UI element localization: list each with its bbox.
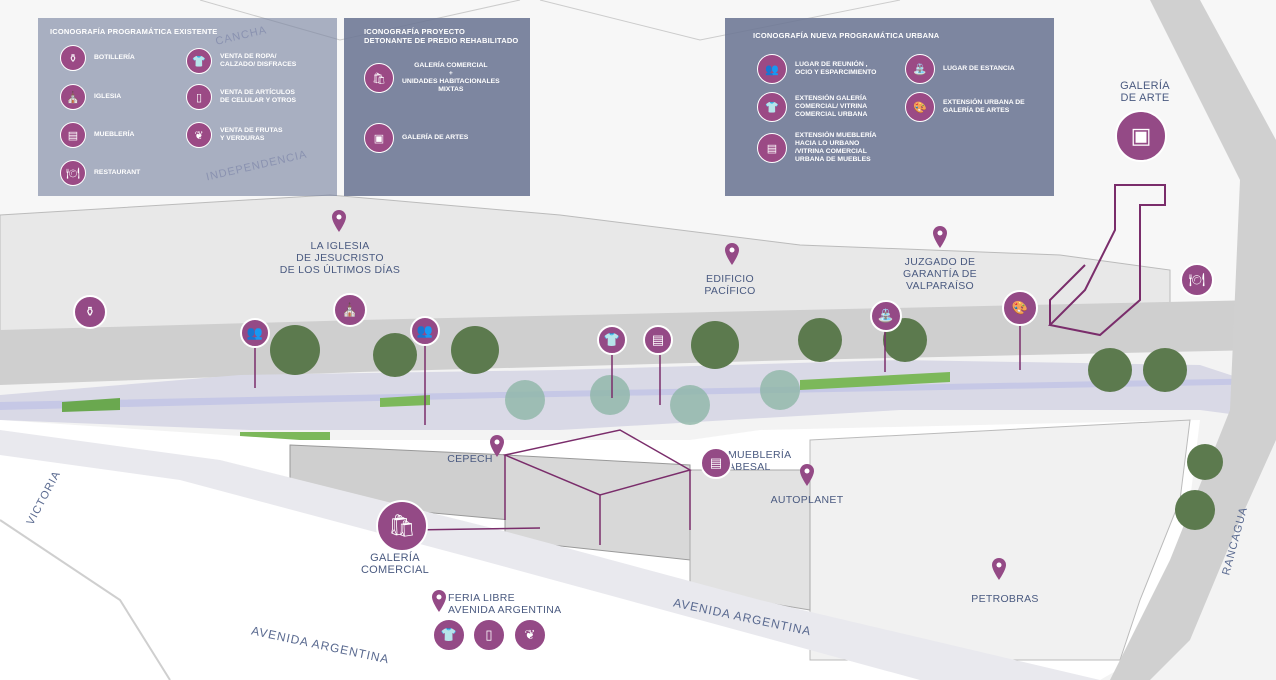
green-strip bbox=[380, 395, 430, 407]
picture-icon: ▣ bbox=[1115, 110, 1167, 162]
tshirt-icon: 👕 bbox=[432, 618, 466, 652]
furniture-icon: ▤ bbox=[700, 447, 732, 479]
location-pin-icon bbox=[332, 210, 346, 232]
label-juzgado: JUZGADO DE GARANTÍA DE VALPARAÍSO bbox=[903, 256, 977, 292]
leader-lines bbox=[254, 325, 1021, 531]
bottles-icon: ⚱ bbox=[60, 45, 86, 71]
label-petrobras: PETROBRAS bbox=[971, 593, 1039, 605]
legend-label: EXTENSIÓN MUEBLERÍA HACIA LO URBANO /VIT… bbox=[795, 132, 877, 163]
fruit-icon: ❦ bbox=[513, 618, 547, 652]
legend-label: IGLESIA bbox=[94, 93, 122, 100]
legend-title: ICONOGRAFÍA PROYECTO DETONANTE DE PREDIO… bbox=[364, 27, 519, 45]
label-cepech: CEPECH bbox=[447, 453, 493, 465]
legend-item-extension-galeria: 👕 EXTENSIÓN GALERÍA COMERCIAL/ VITRINA C… bbox=[757, 92, 867, 122]
people-icon: 👥 bbox=[410, 316, 440, 346]
legend-item-muebleria: ▤ MUEBLERÍA bbox=[60, 122, 134, 148]
legend-panel-existente: ICONOGRAFÍA PROGRAMÁTICA EXISTENTE ⚱ BOT… bbox=[38, 18, 337, 196]
green-strip bbox=[62, 398, 120, 412]
legend-item-celular: ▯ VENTA DE ARTÍCULOS DE CELULAR Y OTROS bbox=[186, 84, 296, 110]
location-pin-icon bbox=[800, 464, 814, 486]
legend-item-galeria-artes: ▣ GALERÍA DE ARTES bbox=[364, 123, 468, 153]
legend-label: GALERÍA DE ARTES bbox=[402, 134, 469, 141]
legend-label: EXTENSIÓN GALERÍA COMERCIAL/ VITRINA COM… bbox=[795, 95, 868, 118]
palette-icon: 🎨 bbox=[1002, 290, 1038, 326]
furniture-icon: ▤ bbox=[757, 133, 787, 163]
tshirt-icon: 👕 bbox=[757, 92, 787, 122]
legend-item-botilleria: ⚱ BOTILLERÍA bbox=[60, 45, 135, 71]
legend-label: GALERÍA COMERCIAL + UNIDADES HABITACIONA… bbox=[402, 62, 500, 93]
furniture-icon: ▤ bbox=[643, 325, 673, 355]
legend-item-reunion: 👥 LUGAR DE REUNIÓN , OCIO Y ESPARCIMIENT… bbox=[757, 54, 876, 84]
shopping-bags-icon: 🛍 bbox=[364, 63, 394, 93]
furniture-icon: ▤ bbox=[60, 122, 86, 148]
legend-label: MUEBLERÍA bbox=[94, 131, 135, 138]
restaurant-icon: 🍽 bbox=[60, 160, 86, 186]
legend-item-extension-muebleria: ▤ EXTENSIÓN MUEBLERÍA HACIA LO URBANO /V… bbox=[757, 132, 877, 164]
legend-label: LUGAR DE ESTANCIA bbox=[943, 65, 1015, 72]
legend-item-ropa: 👕 VENTA DE ROPA/ CALZADO/ DISFRACES bbox=[186, 48, 296, 74]
phone-icon: ▯ bbox=[472, 618, 506, 652]
legend-label: RESTAURANT bbox=[94, 169, 141, 176]
petrobras-block bbox=[809, 419, 1191, 661]
bench-icon: ⛲ bbox=[905, 54, 935, 84]
legend-item-estancia: ⛲ LUGAR DE ESTANCIA bbox=[905, 54, 1015, 84]
tshirt-icon: 👕 bbox=[186, 48, 212, 74]
legend-label: BOTILLERÍA bbox=[94, 54, 135, 61]
blue-path bbox=[0, 378, 1276, 410]
autoplanet-building bbox=[689, 469, 811, 611]
people-icon: 👥 bbox=[240, 318, 270, 348]
legend-label: VENTA DE ROPA/ CALZADO/ DISFRACES bbox=[220, 53, 297, 68]
location-pin-icon bbox=[933, 226, 947, 248]
label-muebleria-abesal: MUEBLERÍA ABESAL bbox=[728, 449, 792, 473]
galeria-comercial-wireframe bbox=[502, 429, 692, 545]
bottles-icon: ⚱ bbox=[73, 295, 107, 329]
location-pin-icon bbox=[432, 590, 446, 612]
palette-icon: 🎨 bbox=[905, 92, 935, 122]
label-edificio-pacifico: EDIFICIO PACÍFICO bbox=[704, 273, 756, 297]
location-pin-icon bbox=[490, 435, 504, 457]
upper-street-line bbox=[199, 0, 521, 41]
legend-panel-proyecto: ICONOGRAFÍA PROYECTO DETONANTE DE PREDIO… bbox=[344, 18, 530, 196]
legend-item-extension-artes: 🎨 EXTENSIÓN URBANA DE GALERÍA DE ARTES bbox=[905, 92, 1025, 122]
green-strip bbox=[800, 372, 950, 390]
legend-label: LUGAR DE REUNIÓN , OCIO Y ESPARCIMIENTO bbox=[795, 61, 877, 76]
rancagua-road bbox=[1110, 0, 1276, 680]
fruit-icon: ❦ bbox=[186, 122, 212, 148]
label-galeria-arte: GALERÍA DE ARTE bbox=[1120, 80, 1170, 104]
location-pin-icon bbox=[992, 558, 1006, 580]
legend-label: VENTA DE FRUTAS Y VERDURAS bbox=[220, 127, 283, 142]
legend-panel-nueva: ICONOGRAFÍA NUEVA PROGRAMÁTICA URBANA 👥 … bbox=[725, 18, 1054, 196]
victoria-street-edge bbox=[0, 519, 171, 680]
restaurant-icon: 🍽 bbox=[1180, 263, 1214, 297]
legend-title: ICONOGRAFÍA PROGRAMÁTICA EXISTENTE bbox=[50, 27, 218, 36]
trees-light bbox=[505, 370, 800, 425]
label-autoplanet: AUTOPLANET bbox=[770, 494, 844, 506]
legend-title: ICONOGRAFÍA NUEVA PROGRAMÁTICA URBANA bbox=[753, 31, 940, 40]
galeria-arte-wireframe bbox=[1047, 184, 1166, 337]
upper-street-line bbox=[539, 0, 901, 41]
people-icon: 👥 bbox=[757, 54, 787, 84]
label-iglesia: LA IGLESIA DE JESUCRISTO DE LOS ÚLTIMOS … bbox=[279, 240, 401, 276]
label-galeria-comercial: GALERÍA COMERCIAL bbox=[360, 552, 430, 576]
bench-icon: ⛲ bbox=[870, 300, 902, 332]
location-pin-icon bbox=[725, 243, 739, 265]
church-icon: ⛪ bbox=[60, 84, 86, 110]
legend-item-frutas: ❦ VENTA DE FRUTAS Y VERDURAS bbox=[186, 122, 283, 148]
shopping-bags-icon: 🛍 bbox=[376, 500, 428, 552]
legend-item-iglesia: ⛪ IGLESIA bbox=[60, 84, 121, 110]
legend-item-restaurant: 🍽 RESTAURANT bbox=[60, 160, 140, 186]
picture-icon: ▣ bbox=[364, 123, 394, 153]
legend-label: EXTENSIÓN URBANA DE GALERÍA DE ARTES bbox=[943, 99, 1025, 114]
legend-label: VENTA DE ARTÍCULOS DE CELULAR Y OTROS bbox=[220, 89, 297, 104]
avenida-argentina-road bbox=[0, 430, 1100, 680]
phone-icon: ▯ bbox=[186, 84, 212, 110]
tshirt-icon: 👕 bbox=[597, 325, 627, 355]
church-icon: ⛪ bbox=[333, 293, 367, 327]
legend-item-galeria-comercial: 🛍 GALERÍA COMERCIAL + UNIDADES HABITACIO… bbox=[364, 62, 500, 94]
label-feria-libre: FERIA LIBRE AVENIDA ARGENTINA bbox=[448, 592, 562, 616]
